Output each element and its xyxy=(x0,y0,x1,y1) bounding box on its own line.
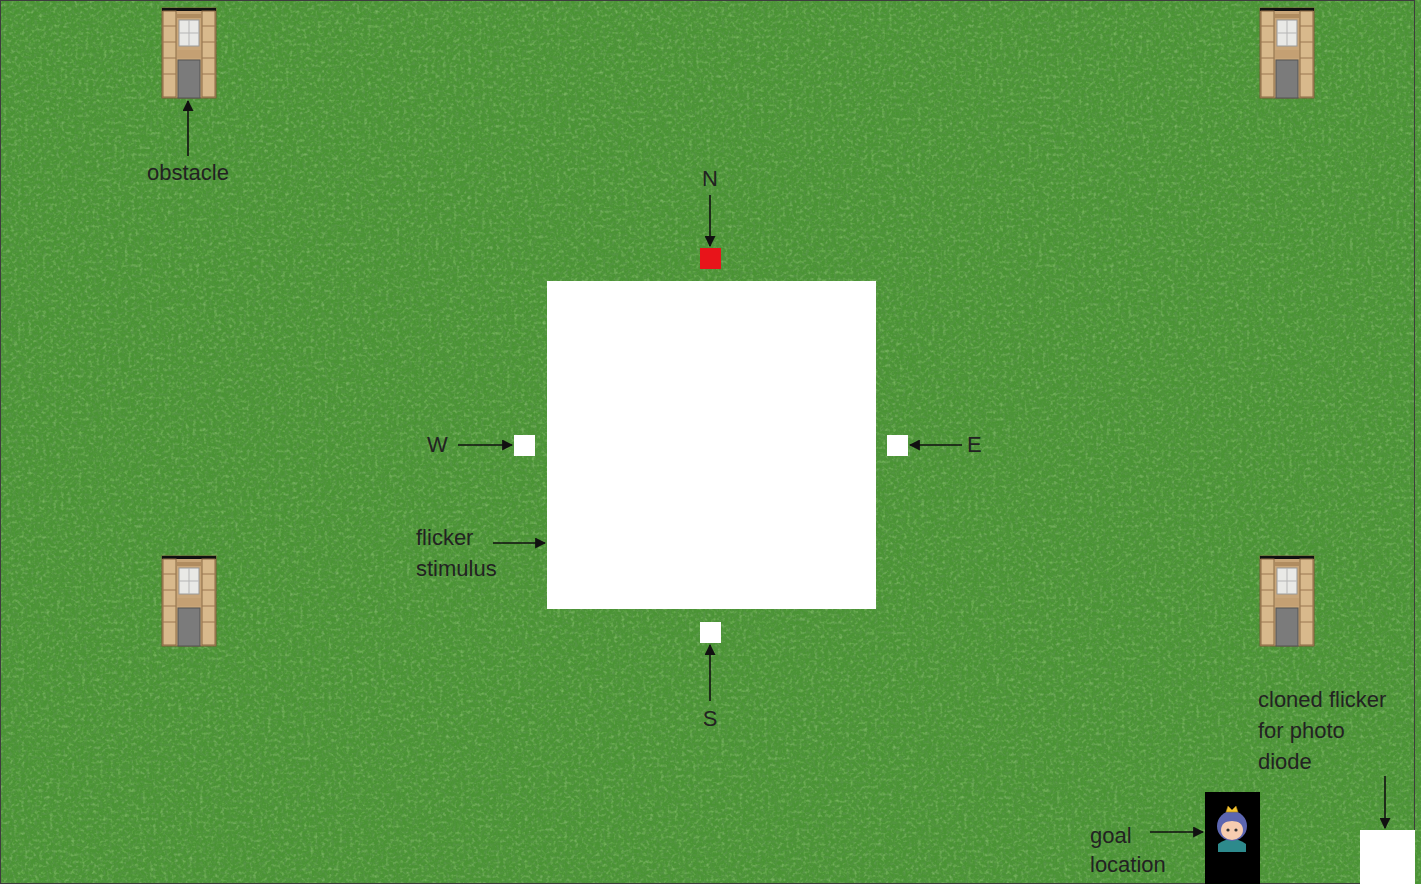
photodiode-square xyxy=(1360,830,1415,884)
character-crown xyxy=(1226,806,1238,812)
leader-arrow xyxy=(187,101,189,156)
callout-label: E xyxy=(967,432,982,457)
obstacle-sprite xyxy=(1260,8,1314,98)
callout-label: cloned flicker for photo diode xyxy=(1258,684,1393,777)
target-marker xyxy=(700,248,721,269)
leader-arrow xyxy=(1384,776,1386,828)
obstacle-sprite xyxy=(1260,556,1314,646)
callout-label: W xyxy=(427,432,448,457)
character-eye xyxy=(1234,828,1237,831)
leader-arrow xyxy=(910,444,962,446)
character-fringe xyxy=(1221,818,1243,824)
target-marker xyxy=(700,622,721,643)
callout-label: S xyxy=(703,706,718,731)
obstacle-sprite xyxy=(162,8,216,98)
leader-arrow xyxy=(1150,831,1203,833)
leader-arrow xyxy=(458,444,512,446)
flicker-square xyxy=(547,281,876,609)
leader-arrow xyxy=(493,542,545,544)
callout-label: obstacle xyxy=(147,160,229,185)
callout-label: flicker stimulus xyxy=(416,522,526,584)
target-marker xyxy=(887,435,908,456)
character-eye xyxy=(1226,828,1229,831)
goal-tile xyxy=(1205,792,1260,884)
leader-arrow xyxy=(709,195,711,246)
target-marker xyxy=(514,435,535,456)
callout-label: goal location xyxy=(1090,821,1185,879)
leader-lines xyxy=(188,101,1385,832)
obstacle-sprite xyxy=(162,556,216,646)
character-hair xyxy=(1217,811,1247,841)
character-face xyxy=(1221,820,1243,840)
leader-arrow xyxy=(709,645,711,701)
character-icon xyxy=(1217,806,1247,852)
callout-label: N xyxy=(702,166,718,191)
